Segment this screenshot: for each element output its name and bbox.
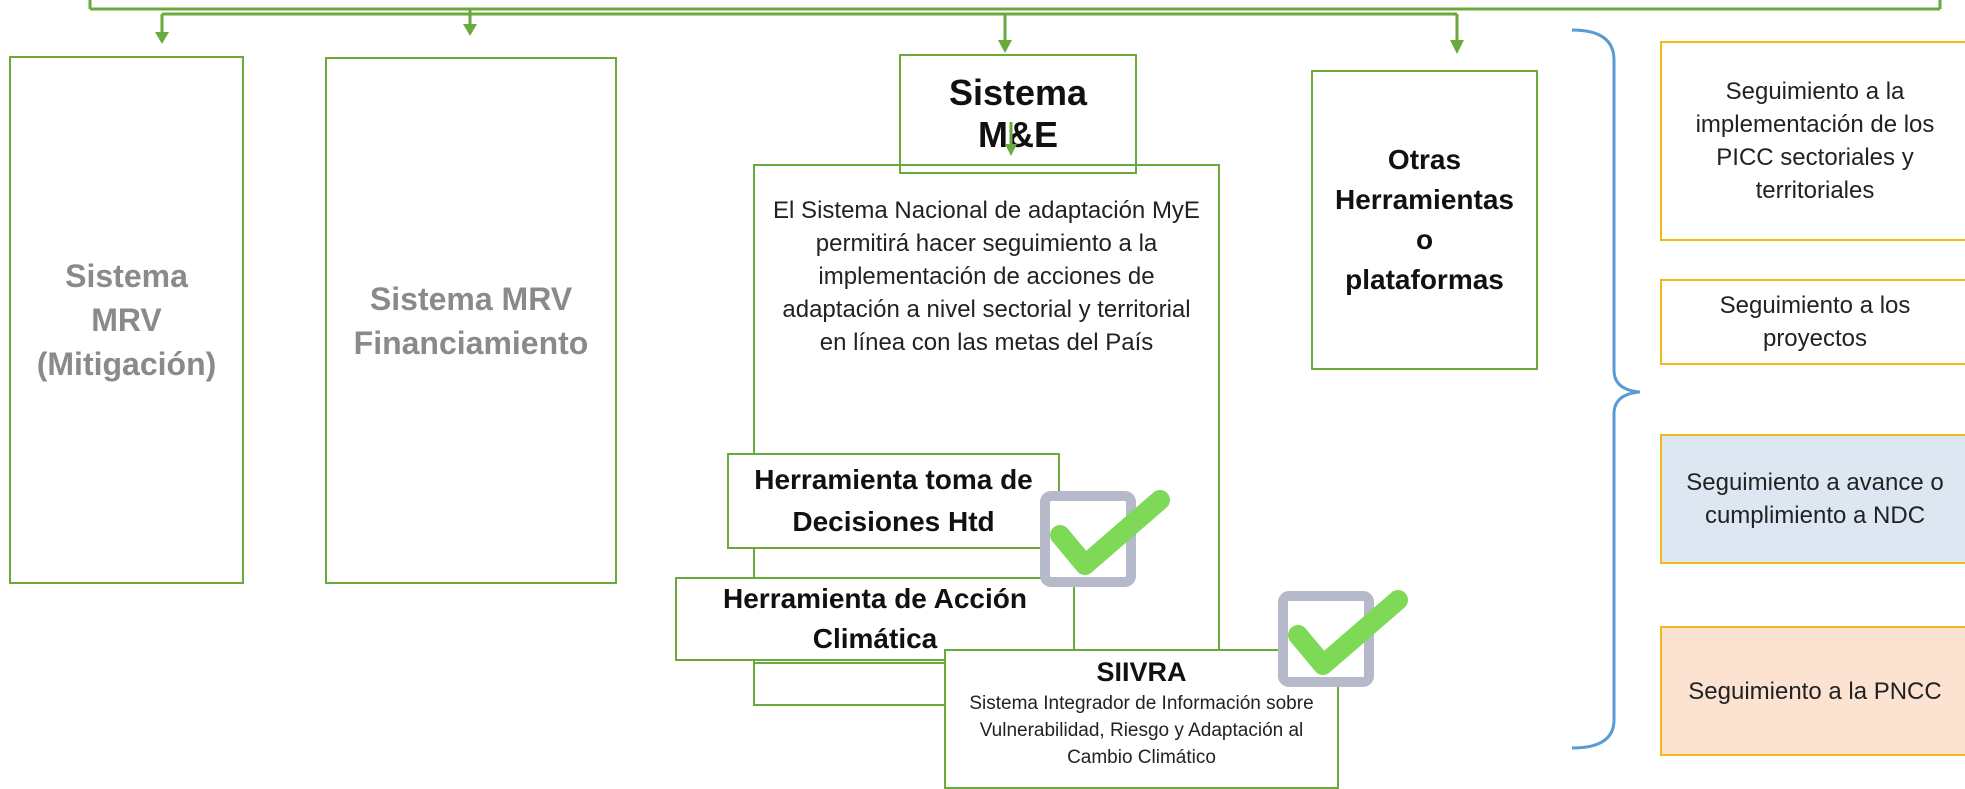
mrv-mitigacion-label: Sistema MRV (Mitigación) xyxy=(36,258,217,382)
right-item-pncc-label: Seguimiento a la PNCC xyxy=(1688,677,1942,705)
arrow-to-sistema-me xyxy=(998,14,1012,53)
siivra-box: SIIVRA Sistema Integrador de Información… xyxy=(944,649,1339,789)
mrv-mitigacion-box: Sistema MRV (Mitigación) xyxy=(9,56,244,584)
right-bracket xyxy=(1571,28,1641,750)
siivra-description: Sistema Integrador de Información sobre … xyxy=(969,693,1314,768)
mrv-financiamiento-box: Sistema MRV Financiamiento xyxy=(325,57,617,584)
me-description-text: El Sistema Nacional de adaptación MyE pe… xyxy=(773,197,1200,356)
right-item-picc-label: Seguimiento a la implementación de los P… xyxy=(1695,78,1935,204)
right-item-pncc: Seguimiento a la PNCC xyxy=(1660,626,1965,756)
accion-climatica-box: Herramienta de Acción Climática xyxy=(675,577,1075,661)
arrow-to-otras xyxy=(1450,14,1464,54)
right-item-picc: Seguimiento a la implementación de los P… xyxy=(1660,41,1965,241)
right-item-ndc-label: Seguimiento a avance o cumplimiento a ND… xyxy=(1686,469,1944,529)
right-item-proyectos-label: Seguimiento a los proyectos xyxy=(1719,292,1911,352)
sistema-me-box: Sistema M&E xyxy=(899,54,1137,174)
otras-herramientas-label: Otras Herramientas o plataformas xyxy=(1335,144,1514,295)
right-item-ndc: Seguimiento a avance o cumplimiento a ND… xyxy=(1660,434,1965,564)
siivra-title: SIIVRA xyxy=(1096,657,1187,687)
checkmark-icon xyxy=(1040,490,1170,587)
htd-box: Herramienta toma de Decisiones Htd xyxy=(727,453,1060,549)
arrow-to-mrv-financiamiento xyxy=(463,9,477,36)
right-item-proyectos: Seguimiento a los proyectos xyxy=(1660,279,1965,365)
arrow-to-mrv-mitigacion xyxy=(155,14,169,44)
accion-climatica-label: Herramienta de Acción Climática xyxy=(723,583,1027,654)
otras-herramientas-box: Otras Herramientas o plataformas xyxy=(1311,70,1538,370)
sistema-me-title: Sistema M&E xyxy=(948,72,1088,155)
htd-label: Herramienta toma de Decisiones Htd xyxy=(754,464,1033,537)
checkmark-icon xyxy=(1278,590,1408,687)
mrv-financiamiento-label: Sistema MRV Financiamiento xyxy=(353,280,589,361)
